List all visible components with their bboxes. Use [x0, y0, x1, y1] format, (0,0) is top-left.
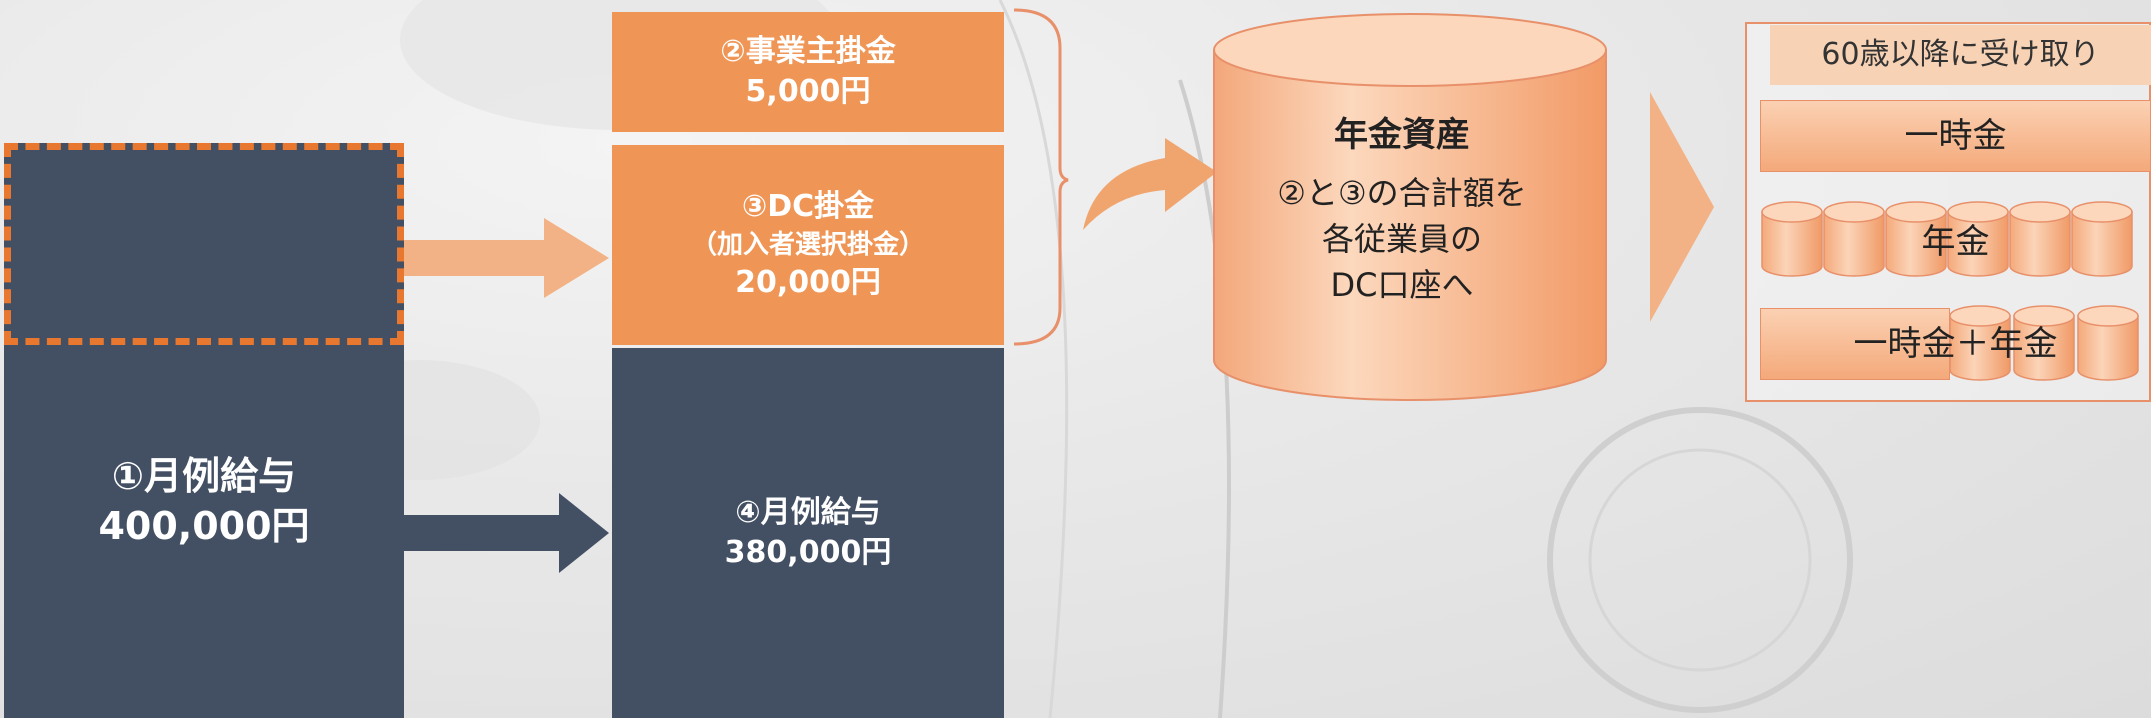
option-combined-label: 一時金＋年金: [1853, 324, 2058, 364]
curved-arrow-to-asset-icon: [1083, 138, 1217, 230]
employer-contribution-label: ②事業主掛金: [720, 34, 896, 69]
dc-contribution-label: ③DC掛金: [741, 189, 875, 224]
pension-asset-line1: ②と③の合計額を: [1277, 174, 1527, 212]
pension-asset-cylinder: [1213, 13, 1607, 401]
monthly-salary-amount: 400,000円: [98, 503, 310, 548]
arrow-to-salary-icon: [404, 493, 609, 573]
dc-contribution-sublabel: （加入者選択掛金）: [690, 230, 925, 260]
pension-asset-line3: DC口座へ: [1330, 266, 1474, 304]
dc-contribution-amount: 20,000円: [735, 265, 881, 300]
dc-contribution-block: ③DC掛金 （加入者選択掛金） 20,000円: [612, 145, 1004, 345]
grouping-bracket: [1013, 8, 1069, 346]
monthly-salary-label: ①月例給与: [111, 453, 297, 498]
employer-contribution-amount: 5,000円: [745, 74, 871, 109]
option-combined-coins: [1949, 305, 2139, 381]
receive-header: 60歳以降に受け取り: [1770, 25, 2151, 85]
remaining-salary-amount: 380,000円: [724, 535, 892, 570]
chevron-right-icon: [1650, 92, 1714, 322]
option-combined-bar: [1760, 308, 1950, 380]
remaining-salary-block: ④月例給与 380,000円: [612, 348, 1004, 718]
employer-contribution-block: ②事業主掛金 5,000円: [612, 12, 1004, 132]
pension-asset-line2: 各従業員の: [1321, 220, 1482, 258]
pension-asset-title: 年金資産: [1334, 115, 1470, 155]
arrow-to-dc-icon: [404, 218, 609, 298]
remaining-salary-label: ④月例給与: [735, 495, 881, 530]
monthly-salary-block: ①月例給与 400,000円: [4, 143, 404, 718]
option-annuity-coins: [1761, 201, 2133, 277]
option-lump-sum-bar: [1760, 100, 2151, 172]
pension-asset-text: 年金資産 ②と③の合計額を 各従業員の DC口座へ: [1212, 110, 1592, 308]
option-annuity-label: 年金: [1921, 222, 1990, 262]
selected-portion-dashed-outline: [4, 143, 404, 345]
option-lump-sum-label: 一時金: [1904, 116, 2007, 156]
